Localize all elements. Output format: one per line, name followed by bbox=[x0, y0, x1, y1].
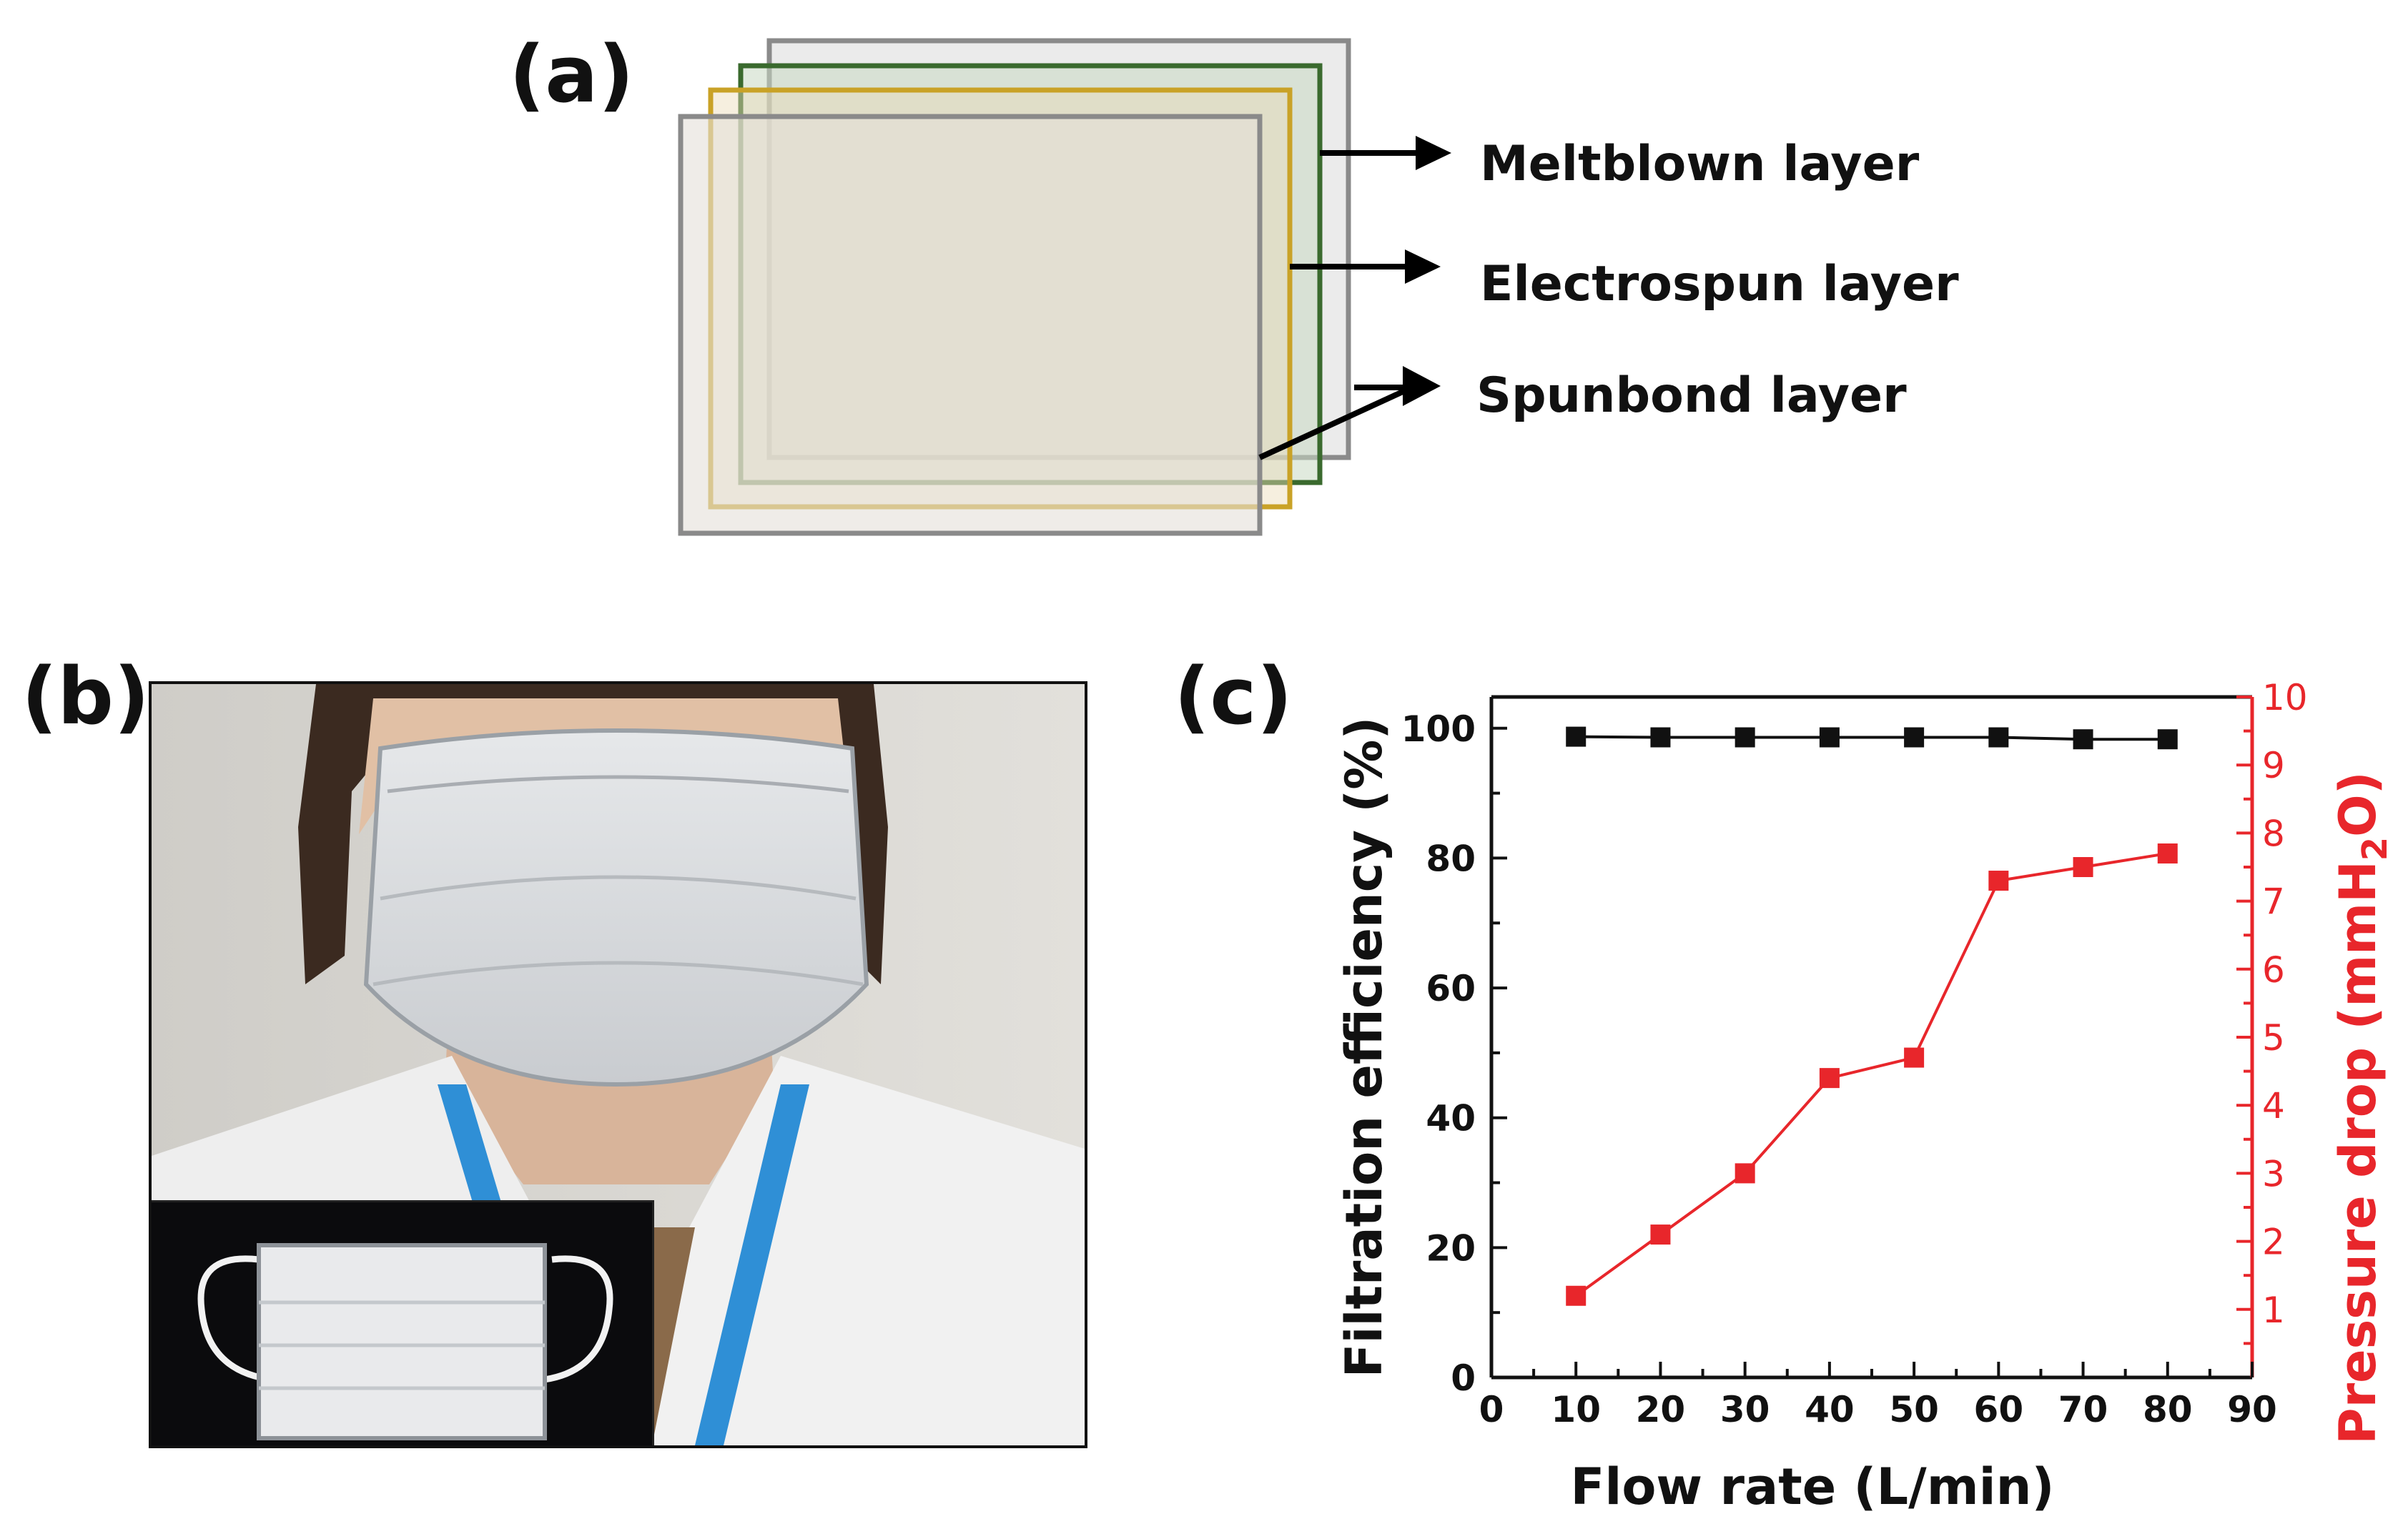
data-point-left bbox=[1650, 727, 1671, 748]
data-point-left bbox=[1819, 727, 1840, 748]
arrow-spunbond bbox=[1258, 366, 1441, 460]
data-point-left bbox=[1735, 727, 1755, 748]
panel-c-label: (c) bbox=[1174, 650, 1293, 742]
data-point-right bbox=[1819, 1068, 1840, 1089]
right-tick-label: 8 bbox=[2262, 813, 2285, 854]
right-tick-label: 5 bbox=[2262, 1017, 2285, 1059]
mask-inset bbox=[152, 1200, 654, 1445]
right-tick-label: 10 bbox=[2262, 677, 2308, 718]
left-tick-label: 100 bbox=[1401, 708, 1476, 750]
data-point-right bbox=[1735, 1163, 1755, 1184]
data-point-right bbox=[1904, 1047, 1925, 1068]
series-line-left bbox=[1576, 735, 2168, 741]
spunbond-sheet bbox=[678, 114, 1263, 536]
left-tick-label: 80 bbox=[1426, 838, 1476, 879]
arrow-electrospun bbox=[1290, 249, 1441, 284]
left-tick-label: 40 bbox=[1426, 1098, 1476, 1139]
right-axis-label: Pressure drop (mmH2O) bbox=[2329, 771, 2395, 1444]
x-tick-label: 90 bbox=[2227, 1389, 2277, 1430]
panel-a-label: (a) bbox=[509, 29, 634, 120]
data-point-left bbox=[1988, 727, 2009, 748]
layer-label-electrospun: Electrospun layer bbox=[1480, 256, 1959, 312]
data-point-left bbox=[1904, 727, 1925, 748]
data-point-left bbox=[2157, 729, 2178, 750]
panel-b-label: (b) bbox=[21, 650, 150, 742]
layer-stack-diagram bbox=[678, 38, 1451, 536]
x-axis-label: Flow rate (L/min) bbox=[1571, 1458, 2055, 1516]
data-point-right bbox=[1650, 1224, 1671, 1245]
data-point-right bbox=[1988, 871, 2009, 891]
x-tick-label: 70 bbox=[2058, 1389, 2108, 1430]
arrow-meltblown bbox=[1320, 136, 1451, 170]
right-tick-label: 2 bbox=[2262, 1222, 2285, 1263]
series-line-right bbox=[1575, 851, 2168, 1297]
right-axis-label-main: Pressure drop (mmH bbox=[2329, 861, 2387, 1444]
right-axis-label-end: O) bbox=[2329, 771, 2387, 837]
layer-label-meltblown: Meltblown layer bbox=[1480, 136, 1920, 192]
right-tick-label: 7 bbox=[2262, 881, 2285, 923]
right-tick-label: 1 bbox=[2262, 1290, 2285, 1331]
mask-inset-photo-icon bbox=[197, 1243, 613, 1440]
x-tick-label: 0 bbox=[1479, 1389, 1504, 1430]
x-tick-label: 10 bbox=[1551, 1389, 1601, 1430]
left-tick-label: 20 bbox=[1426, 1227, 1476, 1269]
layer-label-spunbond: Spunbond layer bbox=[1476, 367, 1907, 424]
x-tick-label: 40 bbox=[1805, 1389, 1855, 1430]
x-tick-label: 60 bbox=[1974, 1389, 2024, 1430]
x-tick-label: 20 bbox=[1636, 1389, 1686, 1430]
mask-photo bbox=[149, 681, 1087, 1448]
data-point-right bbox=[1566, 1285, 1587, 1306]
x-tick-label: 50 bbox=[1889, 1389, 1939, 1430]
left-tick-label: 60 bbox=[1426, 968, 1476, 1009]
data-point-left bbox=[2073, 729, 2093, 750]
x-tick-label: 30 bbox=[1720, 1389, 1770, 1430]
data-point-right bbox=[2073, 857, 2093, 877]
data-point-right bbox=[2157, 843, 2178, 864]
right-tick-label: 6 bbox=[2262, 949, 2285, 991]
right-tick-label: 4 bbox=[2262, 1085, 2285, 1127]
right-tick-label: 3 bbox=[2262, 1153, 2285, 1194]
left-tick-label: 0 bbox=[1451, 1357, 1476, 1399]
right-tick-label: 9 bbox=[2262, 745, 2285, 786]
left-axis-label: Filtration efficiency (%) bbox=[1335, 717, 1393, 1378]
right-axis-label-sub: 2 bbox=[2355, 837, 2395, 861]
data-point-left bbox=[1566, 726, 1587, 747]
x-tick-label: 80 bbox=[2143, 1389, 2193, 1430]
